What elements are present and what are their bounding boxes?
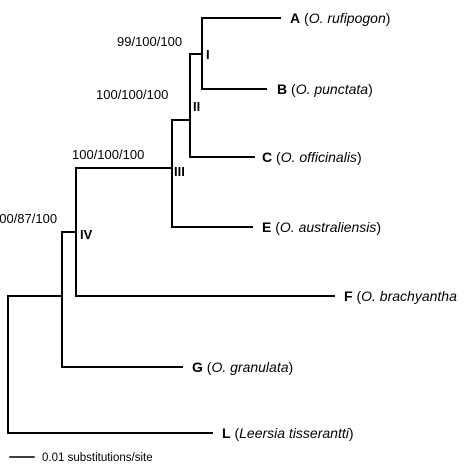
taxon-open-F: ( — [353, 288, 362, 304]
taxon-name-B: O. punctata — [296, 81, 369, 97]
node-labels: I II III IV — [80, 47, 210, 242]
taxon-open-E: ( — [271, 219, 280, 235]
taxon-letter-G: G — [192, 359, 203, 375]
scale-bar: 0.01 substitutions/site — [9, 452, 153, 464]
taxon-open-A: ( — [300, 10, 309, 26]
support-node-III: 100/100/100 — [72, 147, 144, 162]
taxon-label-C: C (O. officinalis) — [262, 149, 362, 165]
taxon-open-L: ( — [231, 425, 240, 441]
taxon-label-F: F (O. brachyantha — [344, 288, 457, 304]
support-values: 99/100/100 100/100/100 100/100/100 100/8… — [0, 34, 182, 226]
node-label-IV: IV — [80, 227, 93, 242]
support-node-IV: 100/87/100 — [0, 211, 57, 226]
taxon-labels: A (O. rufipogon) B (O. punctata) C (O. o… — [192, 10, 457, 441]
taxon-name-G: O. granulata — [211, 359, 288, 375]
taxon-close-B: ) — [368, 81, 373, 97]
taxon-open-C: ( — [272, 149, 281, 165]
taxon-open-B: ( — [287, 81, 296, 97]
node-label-I: I — [206, 47, 210, 62]
taxon-close-A: ) — [386, 10, 391, 26]
taxon-label-G: G (O. granulata) — [192, 359, 293, 375]
taxon-close-C: ) — [357, 149, 362, 165]
taxon-label-A: A (O. rufipogon) — [290, 10, 390, 26]
taxon-letter-F: F — [344, 288, 353, 304]
taxon-letter-L: L — [222, 425, 231, 441]
support-node-I: 99/100/100 — [117, 34, 182, 49]
node-label-III: III — [174, 164, 185, 179]
taxon-open-G: ( — [203, 359, 212, 375]
taxon-name-A: O. rufipogon — [309, 10, 386, 26]
taxon-letter-A: A — [290, 10, 300, 26]
scale-bar-label: 0.01 substitutions/site — [42, 452, 153, 464]
taxon-letter-C: C — [262, 149, 272, 165]
tree-branches — [7, 17, 335, 434]
taxon-name-E: O. australiensis — [280, 219, 376, 235]
taxon-letter-E: E — [262, 219, 271, 235]
taxon-label-E: E (O. australiensis) — [262, 219, 381, 235]
taxon-label-L: L (Leersia tisserantti) — [222, 425, 354, 441]
taxon-label-B: B (O. punctata) — [277, 81, 373, 97]
taxon-letter-B: B — [277, 81, 287, 97]
support-node-II: 100/100/100 — [96, 87, 168, 102]
taxon-name-L: Leersia tisserantti — [239, 425, 350, 441]
taxon-close-E: ) — [376, 219, 381, 235]
node-label-II: II — [193, 99, 200, 114]
taxon-name-C: O. officinalis — [281, 149, 357, 165]
taxon-name-F: O. brachyantha — [361, 288, 457, 304]
taxon-close-L: ) — [349, 425, 354, 441]
taxon-close-G: ) — [289, 359, 294, 375]
